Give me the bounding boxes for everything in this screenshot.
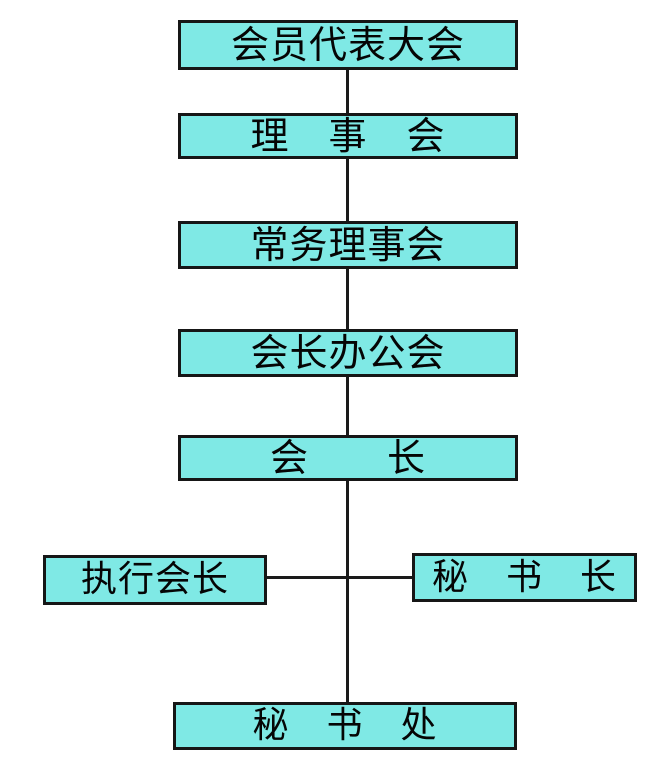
- connector-assembly-council: [346, 70, 349, 113]
- connector-standing-office: [346, 269, 349, 329]
- node-secretariat: 秘 书 处: [173, 702, 517, 750]
- node-secretary-general: 秘 书 长: [412, 553, 637, 602]
- connector-council-standing: [346, 159, 349, 221]
- node-standing-council: 常务理事会: [178, 221, 518, 269]
- node-member-assembly: 会员代表大会: [178, 20, 518, 70]
- node-council: 理 事 会: [178, 113, 518, 159]
- connector-president-secretariat: [346, 481, 349, 702]
- connector-exec-secgen: [267, 576, 412, 579]
- node-president: 会 长: [178, 435, 518, 481]
- connector-office-president: [346, 377, 349, 435]
- node-presidents-office: 会长办公会: [178, 329, 518, 377]
- node-executive-president: 执行会长: [43, 555, 267, 605]
